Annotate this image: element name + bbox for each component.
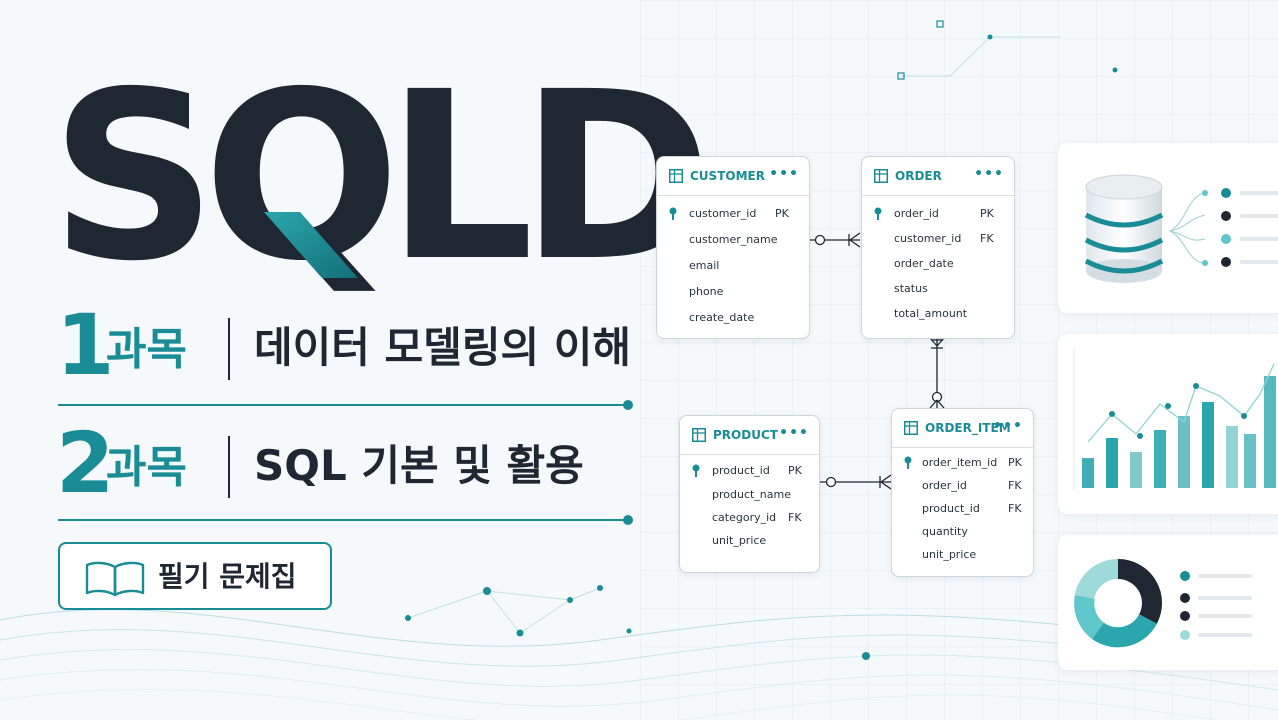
database-card <box>1058 143 1278 313</box>
subject-2-number: 2 <box>56 414 114 512</box>
field-name: order_item_id <box>922 456 998 469</box>
subject-1-unit: 과목 <box>106 324 187 375</box>
field-key: FK <box>980 232 994 245</box>
subject-1-separator <box>228 318 230 380</box>
field-row: customer_name <box>657 230 809 250</box>
table-icon <box>904 421 918 435</box>
subject-1-title: 데이터 모델링의 이해 <box>254 323 632 372</box>
subject-1: 1 과목 데이터 모델링의 이해 <box>56 300 636 390</box>
field-key: PK <box>788 464 802 477</box>
field-row: customer_id PK <box>657 204 809 224</box>
field-row: create_date <box>657 308 809 328</box>
entity-customer[interactable]: CUSTOMER ••• customer_id PK customer_nam… <box>656 156 810 339</box>
field-name: category_id <box>712 511 777 524</box>
more-menu-icon[interactable]: ••• <box>769 166 799 182</box>
entity-product[interactable]: PRODUCT ••• product_id PK product_name c… <box>679 415 820 573</box>
field-row: order_id FK <box>892 476 1033 496</box>
analytics-card <box>1058 334 1278 514</box>
field-row: status <box>862 279 1014 299</box>
field-row: category_id FK <box>680 508 819 528</box>
background-wave <box>0 609 1278 720</box>
field-key: FK <box>1008 479 1022 492</box>
field-row: order_date <box>862 254 1014 274</box>
subject-2-unit: 과목 <box>106 442 187 493</box>
field-name: product_name <box>712 488 792 501</box>
key-icon <box>904 456 912 469</box>
workbook-badge[interactable]: 필기 문제집 <box>58 542 332 610</box>
table-icon <box>692 428 706 442</box>
entity-name: CUSTOMER <box>690 169 765 183</box>
entity-header: PRODUCT ••• <box>680 416 819 455</box>
table-icon <box>669 169 683 183</box>
entity-order-item[interactable]: ORDER_ITEM ••• order_item_id PK order_id… <box>891 408 1034 577</box>
field-key: PK <box>775 207 789 220</box>
field-row: quantity <box>892 522 1033 542</box>
donut-card <box>1058 535 1278 670</box>
field-name: quantity <box>922 525 968 538</box>
open-book-icon <box>85 561 145 597</box>
field-name: product_id <box>712 464 770 477</box>
subject-2-separator <box>228 436 230 498</box>
field-row: product_id FK <box>892 499 1033 519</box>
key-icon <box>692 464 700 477</box>
field-row: customer_id FK <box>862 229 1014 249</box>
field-name: unit_price <box>712 534 767 547</box>
field-name: order_date <box>894 257 954 270</box>
subject-2: 2 과목 SQL 기본 및 활용 <box>56 418 636 508</box>
entity-header: CUSTOMER ••• <box>657 157 809 196</box>
key-icon <box>874 207 882 220</box>
field-row: unit_price <box>892 545 1033 565</box>
sqld-logo: SQLD <box>50 61 713 293</box>
table-icon <box>874 169 888 183</box>
donut-chart-icon <box>1074 559 1252 648</box>
field-name: product_id <box>922 502 980 515</box>
field-key: PK <box>980 207 994 220</box>
field-row: order_id PK <box>862 204 1014 224</box>
workbook-label: 필기 문제집 <box>158 560 297 593</box>
field-name: customer_name <box>689 233 778 246</box>
field-key: FK <box>788 511 802 524</box>
field-name: order_id <box>922 479 967 492</box>
entity-header: ORDER ••• <box>862 157 1014 196</box>
field-row: order_item_id PK <box>892 453 1033 473</box>
divider-1 <box>58 400 633 410</box>
entity-name: PRODUCT <box>713 428 778 442</box>
field-row: product_id PK <box>680 461 819 481</box>
entity-name: ORDER_ITEM <box>925 421 1011 435</box>
more-menu-icon[interactable]: ••• <box>974 166 1004 182</box>
field-key: FK <box>1008 502 1022 515</box>
field-name: unit_price <box>922 548 977 561</box>
entity-name: ORDER <box>895 169 942 183</box>
subject-2-title: SQL 기본 및 활용 <box>254 441 584 490</box>
field-name: status <box>894 282 928 295</box>
field-row: total_amount <box>862 304 1014 324</box>
field-row: product_name <box>680 485 819 505</box>
divider-2 <box>58 515 633 525</box>
database-icon <box>1084 174 1278 283</box>
field-name: order_id <box>894 207 939 220</box>
field-name: total_amount <box>894 307 968 320</box>
field-row: email <box>657 256 809 276</box>
field-name: customer_id <box>689 207 757 220</box>
bar-line-chart-icon <box>1073 348 1276 490</box>
subject-1-number: 1 <box>56 296 114 394</box>
key-icon <box>669 207 677 220</box>
field-name: email <box>689 259 720 272</box>
field-name: phone <box>689 285 724 298</box>
field-key: PK <box>1008 456 1022 469</box>
more-menu-icon[interactable]: ••• <box>779 425 809 441</box>
more-menu-icon[interactable]: ••• <box>993 418 1023 434</box>
logo-text: SQLD <box>50 42 713 312</box>
field-row: unit_price <box>680 531 819 551</box>
field-row: phone <box>657 282 809 302</box>
entity-header: ORDER_ITEM ••• <box>892 409 1033 448</box>
field-name: create_date <box>689 311 755 324</box>
field-name: customer_id <box>894 232 962 245</box>
logo-q-tail <box>264 212 358 278</box>
entity-order[interactable]: ORDER ••• order_id PK customer_id FK ord… <box>861 156 1015 339</box>
